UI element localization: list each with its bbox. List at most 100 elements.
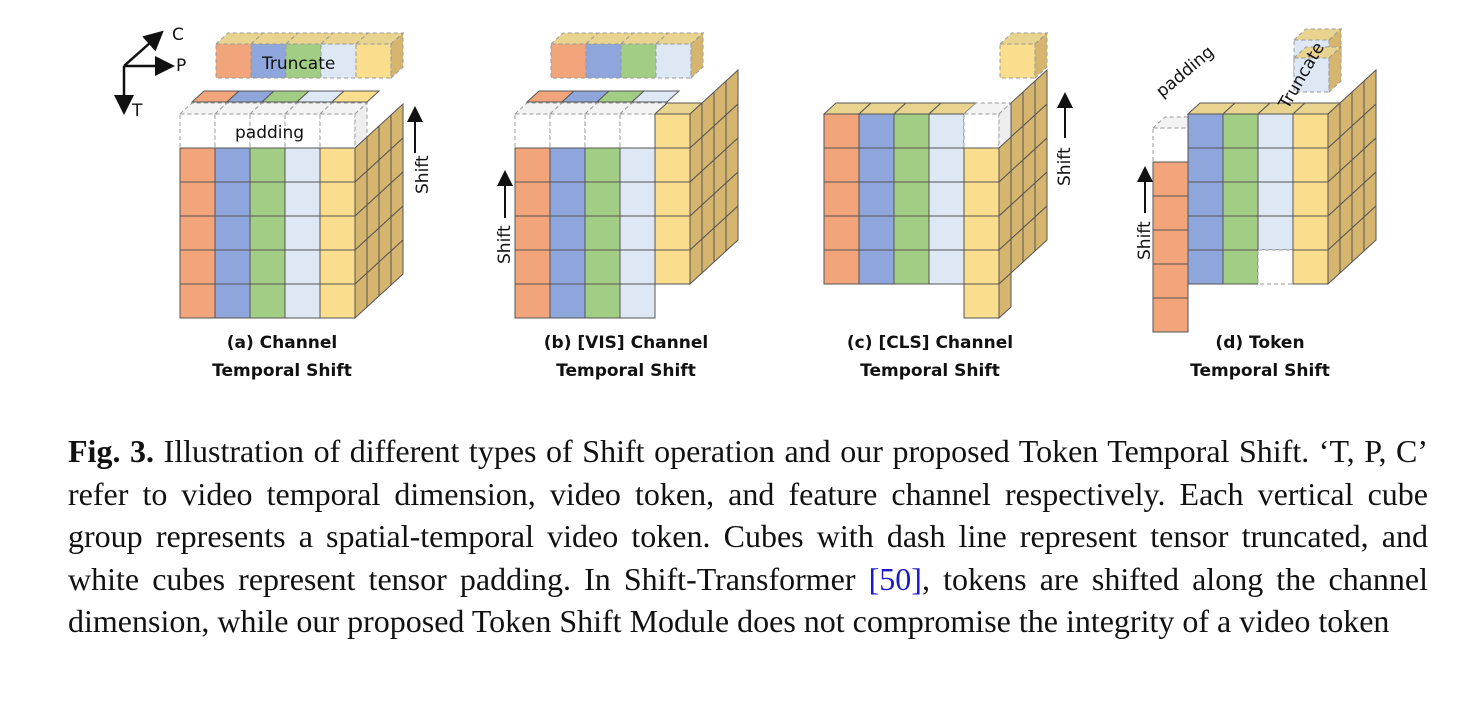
padding-label-d: padding bbox=[1152, 42, 1218, 102]
cube-front bbox=[214, 147, 251, 183]
cube-side bbox=[1328, 45, 1342, 94]
cube-front bbox=[179, 181, 216, 217]
shift-arrow-b: Shift bbox=[495, 170, 515, 264]
cube-front bbox=[549, 181, 586, 217]
cube-front bbox=[654, 249, 691, 285]
cube-front bbox=[584, 181, 621, 217]
cube-front bbox=[1257, 249, 1294, 285]
panel-a-label-line2: Temporal Shift bbox=[212, 361, 352, 381]
cube-front bbox=[858, 215, 895, 251]
panel-b-label-line1: (b) [VIS] Channel bbox=[544, 333, 708, 353]
cube-front bbox=[585, 43, 622, 79]
cube-front bbox=[214, 249, 251, 285]
cube-front bbox=[284, 249, 321, 285]
cube-front bbox=[619, 113, 656, 149]
cube-front bbox=[1187, 147, 1224, 183]
cube-front bbox=[893, 113, 930, 149]
cube-front bbox=[928, 215, 965, 251]
svg-text:Shift: Shift bbox=[1135, 221, 1155, 260]
cube-front bbox=[249, 249, 286, 285]
cube-side bbox=[1034, 31, 1048, 80]
citation-link[interactable]: [50] bbox=[868, 560, 922, 597]
cube-front bbox=[1152, 297, 1189, 333]
cube-front bbox=[215, 43, 252, 79]
cube-front bbox=[584, 249, 621, 285]
axis-c-label: C bbox=[172, 25, 184, 45]
cube-depth-side bbox=[390, 238, 404, 287]
cube-front bbox=[549, 249, 586, 285]
cube-front bbox=[1152, 127, 1189, 163]
cube-front bbox=[319, 283, 356, 319]
cube-front bbox=[249, 147, 286, 183]
cube-front bbox=[514, 147, 551, 183]
panel-d-token-temporal-shift bbox=[1151, 27, 1377, 333]
cube-front bbox=[619, 215, 656, 251]
cube-front bbox=[999, 43, 1036, 79]
cube-front bbox=[284, 147, 321, 183]
padding-label: padding bbox=[235, 123, 304, 143]
cube-front bbox=[214, 181, 251, 217]
cube-front bbox=[654, 113, 691, 149]
figure-caption: Fig. 3. Illustration of different types … bbox=[68, 430, 1428, 643]
axis-t-label: T bbox=[131, 101, 143, 121]
cube-front bbox=[893, 249, 930, 285]
cube-front bbox=[179, 283, 216, 319]
cube-front bbox=[963, 181, 1000, 217]
cube-front bbox=[1292, 249, 1329, 285]
cube-front bbox=[655, 43, 692, 79]
figure-svg: C P T Truncate padding padding Truncate … bbox=[114, 25, 1377, 381]
cube-side bbox=[390, 31, 404, 80]
cube-front bbox=[549, 283, 586, 319]
cube-side bbox=[998, 271, 1012, 320]
cube-front bbox=[514, 283, 551, 319]
cube-front bbox=[284, 181, 321, 217]
cube-front bbox=[584, 283, 621, 319]
cube-front bbox=[893, 147, 930, 183]
cube-front bbox=[319, 147, 356, 183]
cube-top bbox=[330, 90, 381, 103]
panel-c-cls-channel-temporal-shift bbox=[822, 31, 1049, 320]
cube-depth-side bbox=[1363, 204, 1377, 253]
panel-d-label-line2: Temporal Shift bbox=[1190, 361, 1330, 381]
cube-front bbox=[319, 249, 356, 285]
shift-arrow-d: Shift bbox=[1135, 166, 1155, 260]
shift-arrow-c: Shift bbox=[1055, 92, 1075, 186]
cube-front bbox=[355, 43, 392, 79]
cube-depth-side bbox=[1034, 204, 1048, 253]
cube-front bbox=[963, 147, 1000, 183]
cube-front bbox=[858, 113, 895, 149]
panel-a-channel-temporal-shift bbox=[178, 31, 405, 320]
panel-b-vis-channel-temporal-shift bbox=[513, 31, 739, 319]
cube-front bbox=[319, 113, 356, 149]
cube-front bbox=[1292, 147, 1329, 183]
cube-front bbox=[1257, 147, 1294, 183]
cube-front bbox=[1292, 113, 1329, 149]
cube-front bbox=[284, 283, 321, 319]
cube-front bbox=[584, 113, 621, 149]
panel-b-label-line2: Temporal Shift bbox=[556, 361, 696, 381]
cube-front bbox=[1152, 195, 1189, 231]
cube-front bbox=[619, 181, 656, 217]
svg-text:Shift: Shift bbox=[413, 155, 433, 194]
cube-front bbox=[1257, 181, 1294, 217]
cube-front bbox=[1152, 161, 1189, 197]
cube-front bbox=[654, 181, 691, 217]
cube-front bbox=[928, 181, 965, 217]
cube-front bbox=[549, 215, 586, 251]
cube-front bbox=[1222, 215, 1259, 251]
cube-front bbox=[963, 113, 1000, 149]
cube-front bbox=[1222, 181, 1259, 217]
cube-front bbox=[549, 147, 586, 183]
cube-front bbox=[319, 215, 356, 251]
cube-front bbox=[1292, 181, 1329, 217]
cube-front bbox=[1152, 229, 1189, 265]
cube-front bbox=[1187, 215, 1224, 251]
cube-front bbox=[1152, 263, 1189, 299]
truncate-label: Truncate bbox=[261, 54, 335, 74]
cube-front bbox=[1187, 113, 1224, 149]
cube-front bbox=[179, 113, 216, 149]
cube-front bbox=[550, 43, 587, 79]
cube-front bbox=[179, 249, 216, 285]
caption-text-part2: , tokens are shifted along the channel d… bbox=[68, 560, 1429, 640]
cube-front bbox=[823, 215, 860, 251]
